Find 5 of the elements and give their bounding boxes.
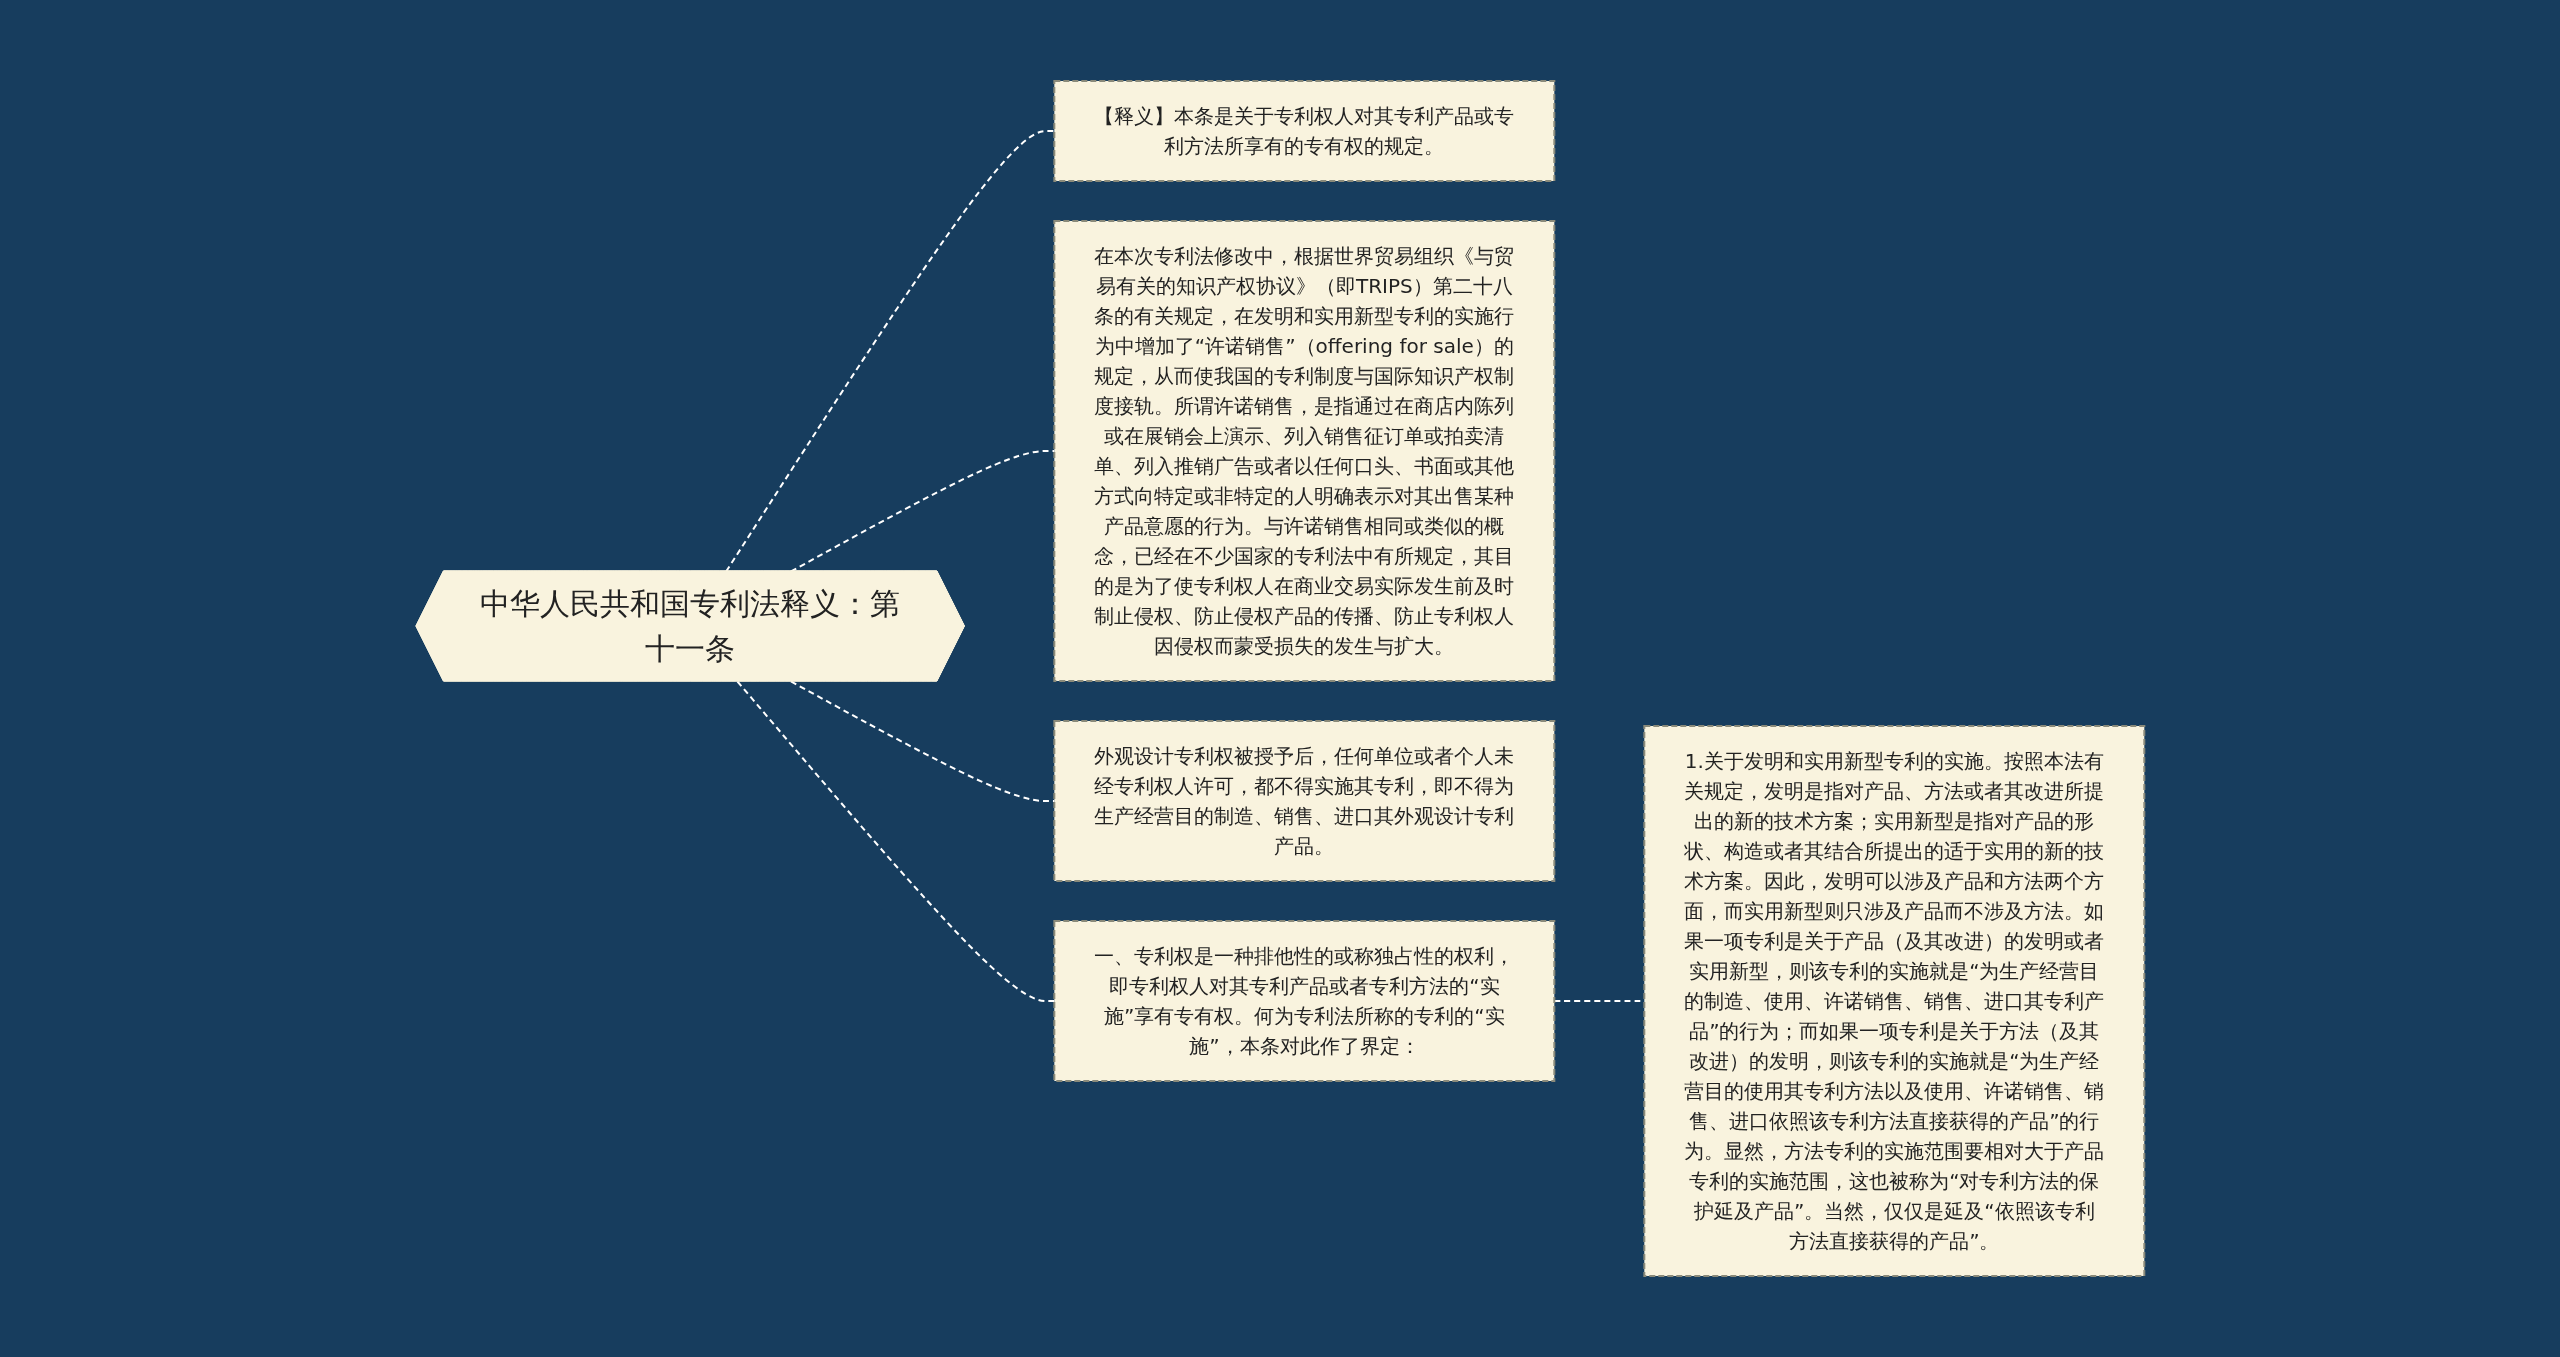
node-box: 外观设计专利权被授予后，任何单位或者个人未经专利权人许可，都不得实施其专利，即不得为生产经营目的制造、销售、进口其外观设计专利产品。	[1053, 720, 1556, 882]
node-box: 【释义】本条是关于专利权人对其专利产品或专利方法所享有的专有权的规定。	[1053, 80, 1556, 182]
node-box: 在本次专利法修改中，根据世界贸易组织《与贸易有关的知识产权协议》（即TRIPS）第二十八条的有关规定，在发明和实用新型专利的实施行为中增加了“许诺销售”（offering for sale）的规定，从而使我国的专利制度与国际知识产权制度接轨。所谓许诺销售，是指通过在商店内陈列或在展销会上演示、列入销售征订单或拍卖清单、列入推销广告或者以任何口头、书面或其他方式向特定或非特定的人明确表示对其出售某种产品意愿的行为。与许诺销售相同或类似的概念，已经在不少国家的专利法中有所规定，其目的是为了使专利权人在商业交易实际发生前及时制止侵权、防止侵权产品的传播、防止专利权人因侵权而蒙受损失的发生与扩大。	[1053, 220, 1556, 682]
node-box: 1.关于发明和实用新型专利的实施。按照本法有关规定，发明是指对产品、方法或者其改进所提出的新的技术方案；实用新型是指对产品的形状、构造或者其结合所提出的适于实用的新的技术方案。因此，发明可以涉及产品和方法两个方面，而实用新型则只涉及产品而不涉及方法。如果一项专利是关于产品（及其改进）的发明或者实用新型，则该专利的实施就是“为生产经营目的制造、使用、许诺销售、销售、进口其专利产品”的行为；而如果一项专利是关于方法（及其改进）的发明，则该专利的实施就是“为生产经营目的使用其专利方法以及使用、许诺销售、销售、进口依照该专利方法直接获得的产品”的行为。显然，方法专利的实施范围要相对大于产品专利的实施范围，这也被称为“对专利方法的保护延及产品”。当然，仅仅是延及“依照该专利方法直接获得的产品”。	[1643, 725, 2146, 1277]
node-box: 一、专利权是一种排他性的或称独占性的权利，即专利权人对其专利产品或者专利方法的“实施”享有专有权。何为专利法所称的专利的“实施”，本条对此作了界定：	[1053, 920, 1556, 1082]
